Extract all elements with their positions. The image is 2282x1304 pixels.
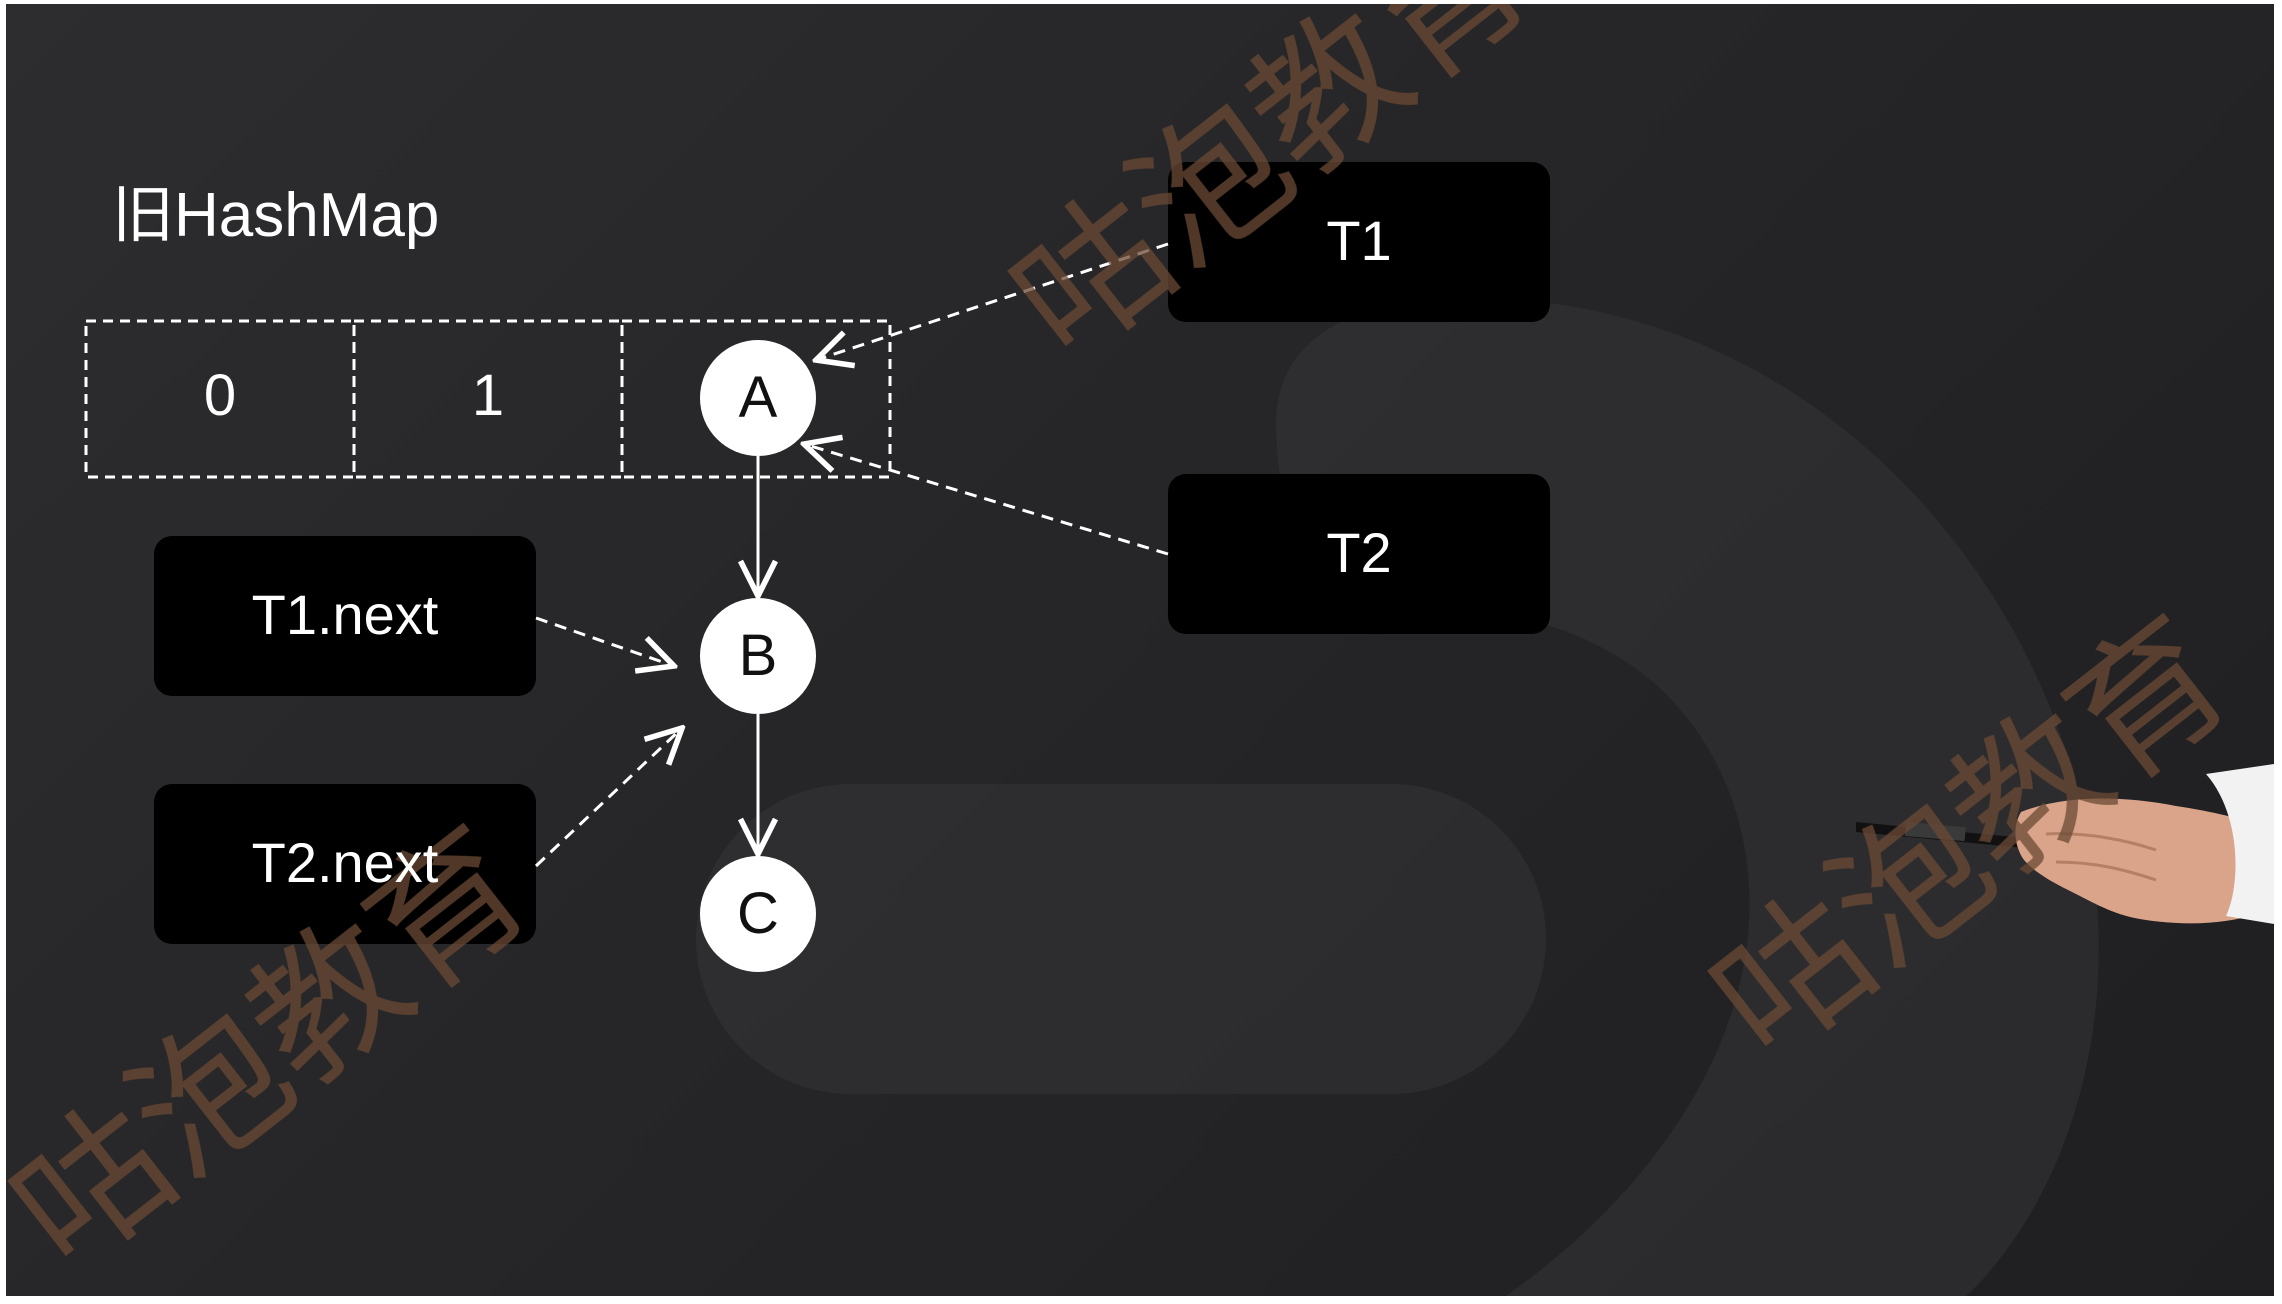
node-a-label: A xyxy=(738,365,778,430)
t2-next-box xyxy=(154,784,536,944)
t1-box xyxy=(1168,162,1550,322)
array-cell-0-label: 0 xyxy=(203,363,237,428)
t1-label: T1 xyxy=(1326,209,1392,272)
pointer-t1-a xyxy=(816,242,1169,360)
array-cell-1-label: 1 xyxy=(471,363,505,428)
t1-next-label: T1.next xyxy=(251,583,439,646)
node-c xyxy=(700,856,816,972)
node-b xyxy=(700,598,816,714)
diagram-title: 旧HashMap xyxy=(112,181,440,250)
t2-next-label: T2.next xyxy=(251,831,439,894)
t1-next-box xyxy=(154,536,536,696)
pointer-t2-a xyxy=(804,444,1169,556)
t2-label: T2 xyxy=(1326,521,1392,584)
node-c-label: C xyxy=(737,881,779,946)
pointer-t1next-b xyxy=(535,616,674,666)
node-b-label: B xyxy=(738,623,778,688)
slide: 咕泡教育 咕泡教育 咕泡教育 旧HashMap 0 1 A B C T1 T2 … xyxy=(6,4,2274,1296)
pointer-t2next-b xyxy=(534,728,682,868)
diagram-graphics: 咕泡教育 咕泡教育 咕泡教育 xyxy=(6,4,2274,1296)
presenter-hand-image xyxy=(1856,764,2274,924)
array-cell-2 xyxy=(620,319,892,479)
t2-box xyxy=(1168,474,1550,634)
node-a xyxy=(700,340,816,456)
